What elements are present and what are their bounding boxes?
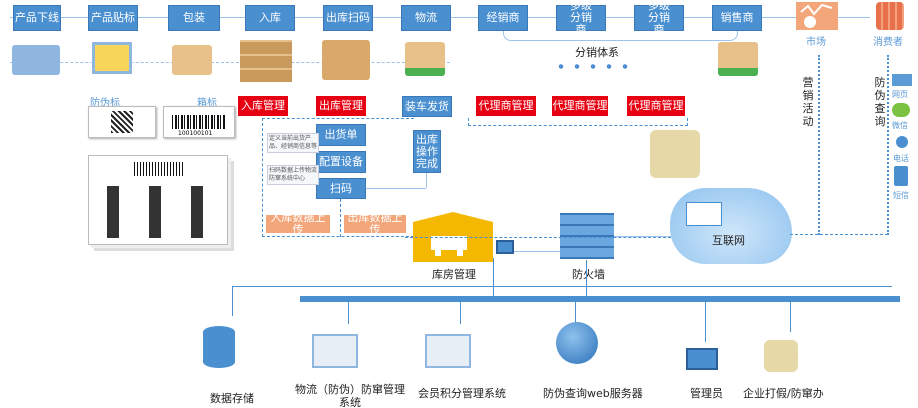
flow-line [10, 62, 450, 63]
market-label: 市场 [806, 37, 826, 48]
computer-icon [496, 240, 514, 254]
step-box: 出库扫码 [323, 5, 373, 31]
step-box: 经销商 [478, 5, 528, 31]
distribution-label: 分销体系 [575, 46, 619, 59]
bottom-label: 防伪查询web服务器 [543, 387, 643, 400]
step-box: 入库 [245, 5, 295, 31]
consumers-icon [876, 2, 904, 30]
sms-icon [894, 166, 908, 186]
bus-drops [232, 286, 892, 316]
phone-icon [896, 136, 908, 148]
bottom-label: 物流（防伪）防窜管理系统 [295, 383, 405, 408]
connector [514, 251, 564, 252]
connector [405, 237, 671, 238]
firewall-icon [560, 213, 614, 259]
channel-phone: 电话 [893, 154, 909, 163]
server-screen-icon [425, 334, 471, 368]
distribution-bracket [503, 31, 738, 41]
box-label: 箱标 [197, 98, 217, 109]
configure-device: 配置设备 [316, 151, 366, 173]
marketing-arrow [818, 55, 820, 235]
packing-icon [172, 45, 212, 75]
market-chart-icon [796, 2, 838, 30]
admin-computer-icon [686, 348, 718, 370]
firewall-label: 防火墙 [572, 268, 605, 281]
network-bus [300, 296, 900, 302]
truck-icon [718, 42, 758, 76]
inbound-upload: 入库数据上传 [266, 212, 330, 236]
connector [790, 234, 888, 235]
dots [553, 64, 633, 69]
connector [493, 258, 494, 296]
truck-icon [405, 42, 445, 76]
agent-mgmt: 代理商管理 [627, 96, 685, 116]
channel-web: 网页 [892, 90, 908, 99]
boxes-icon [240, 40, 292, 82]
connector [586, 260, 587, 296]
step-box: 销售商 [712, 5, 762, 31]
barcode-number: 100100101 [178, 130, 213, 137]
inbound-mgmt: 入库管理 [238, 96, 288, 116]
label-sheet [88, 155, 228, 245]
scanning-icon [322, 40, 370, 80]
server-screen-icon [312, 334, 358, 368]
internet-cloud-icon [670, 188, 792, 264]
bottom-label: 企业打假/防窜办 [743, 387, 824, 400]
step-box: 产品贴标 [88, 5, 138, 31]
warehouse-label: 库房管理 [432, 268, 476, 281]
globe-icon [556, 322, 598, 364]
consumer-label: 消费者 [873, 37, 903, 48]
step-box: 包装 [168, 5, 220, 31]
database-icon [203, 326, 235, 368]
query-label: 防伪查询 [874, 76, 886, 128]
webpage-icon [686, 202, 722, 226]
wechat-icon [892, 103, 910, 117]
label-sample [88, 106, 156, 138]
marketing-label: 营销活动 [802, 76, 814, 128]
outbound-mgmt: 出库管理 [316, 96, 366, 116]
channel-sms: 短信 [893, 191, 909, 200]
step-box: 多级分销商 [634, 0, 684, 36]
step-box: 产品下线 [13, 5, 61, 31]
agent-workstation-icon [650, 130, 700, 178]
box-barcode: 100100101 [163, 106, 235, 138]
step-box: 多级分销商 [556, 0, 606, 36]
step-box: 物流 [401, 5, 451, 31]
office-worker-icon [764, 340, 798, 372]
note: 定义当前出货产品、经销商信息等 [267, 133, 319, 153]
warehouse-boundary [262, 118, 414, 237]
agent-mgmt: 代理商管理 [552, 96, 608, 116]
web-icon [892, 74, 912, 86]
labeling-icon [92, 42, 132, 74]
anti-fake-label: 防伪标 [90, 98, 120, 109]
note: 扫码数据上传物流防窜系统中心 [267, 165, 319, 185]
shipment-order: 出货单 [316, 124, 366, 146]
scan: 扫码 [316, 178, 366, 199]
connector [426, 173, 427, 188]
agent-connector [468, 118, 688, 126]
bottom-label: 管理员 [690, 387, 723, 400]
connector [340, 199, 341, 237]
production-line-icon [12, 45, 60, 75]
channel-wechat: 微信 [892, 121, 908, 130]
connector [366, 188, 426, 189]
outbound-upload: 出库数据上传 [344, 212, 406, 236]
agent-mgmt: 代理商管理 [476, 96, 536, 116]
outbound-complete: 出库操作完成 [413, 130, 441, 173]
internet-label: 互联网 [712, 234, 745, 247]
connector [614, 236, 678, 237]
bottom-label: 会员积分管理系统 [418, 387, 506, 400]
query-arrow [887, 55, 889, 235]
bottom-label: 数据存储 [210, 392, 254, 405]
loading-shipping: 装车发货 [402, 96, 452, 117]
